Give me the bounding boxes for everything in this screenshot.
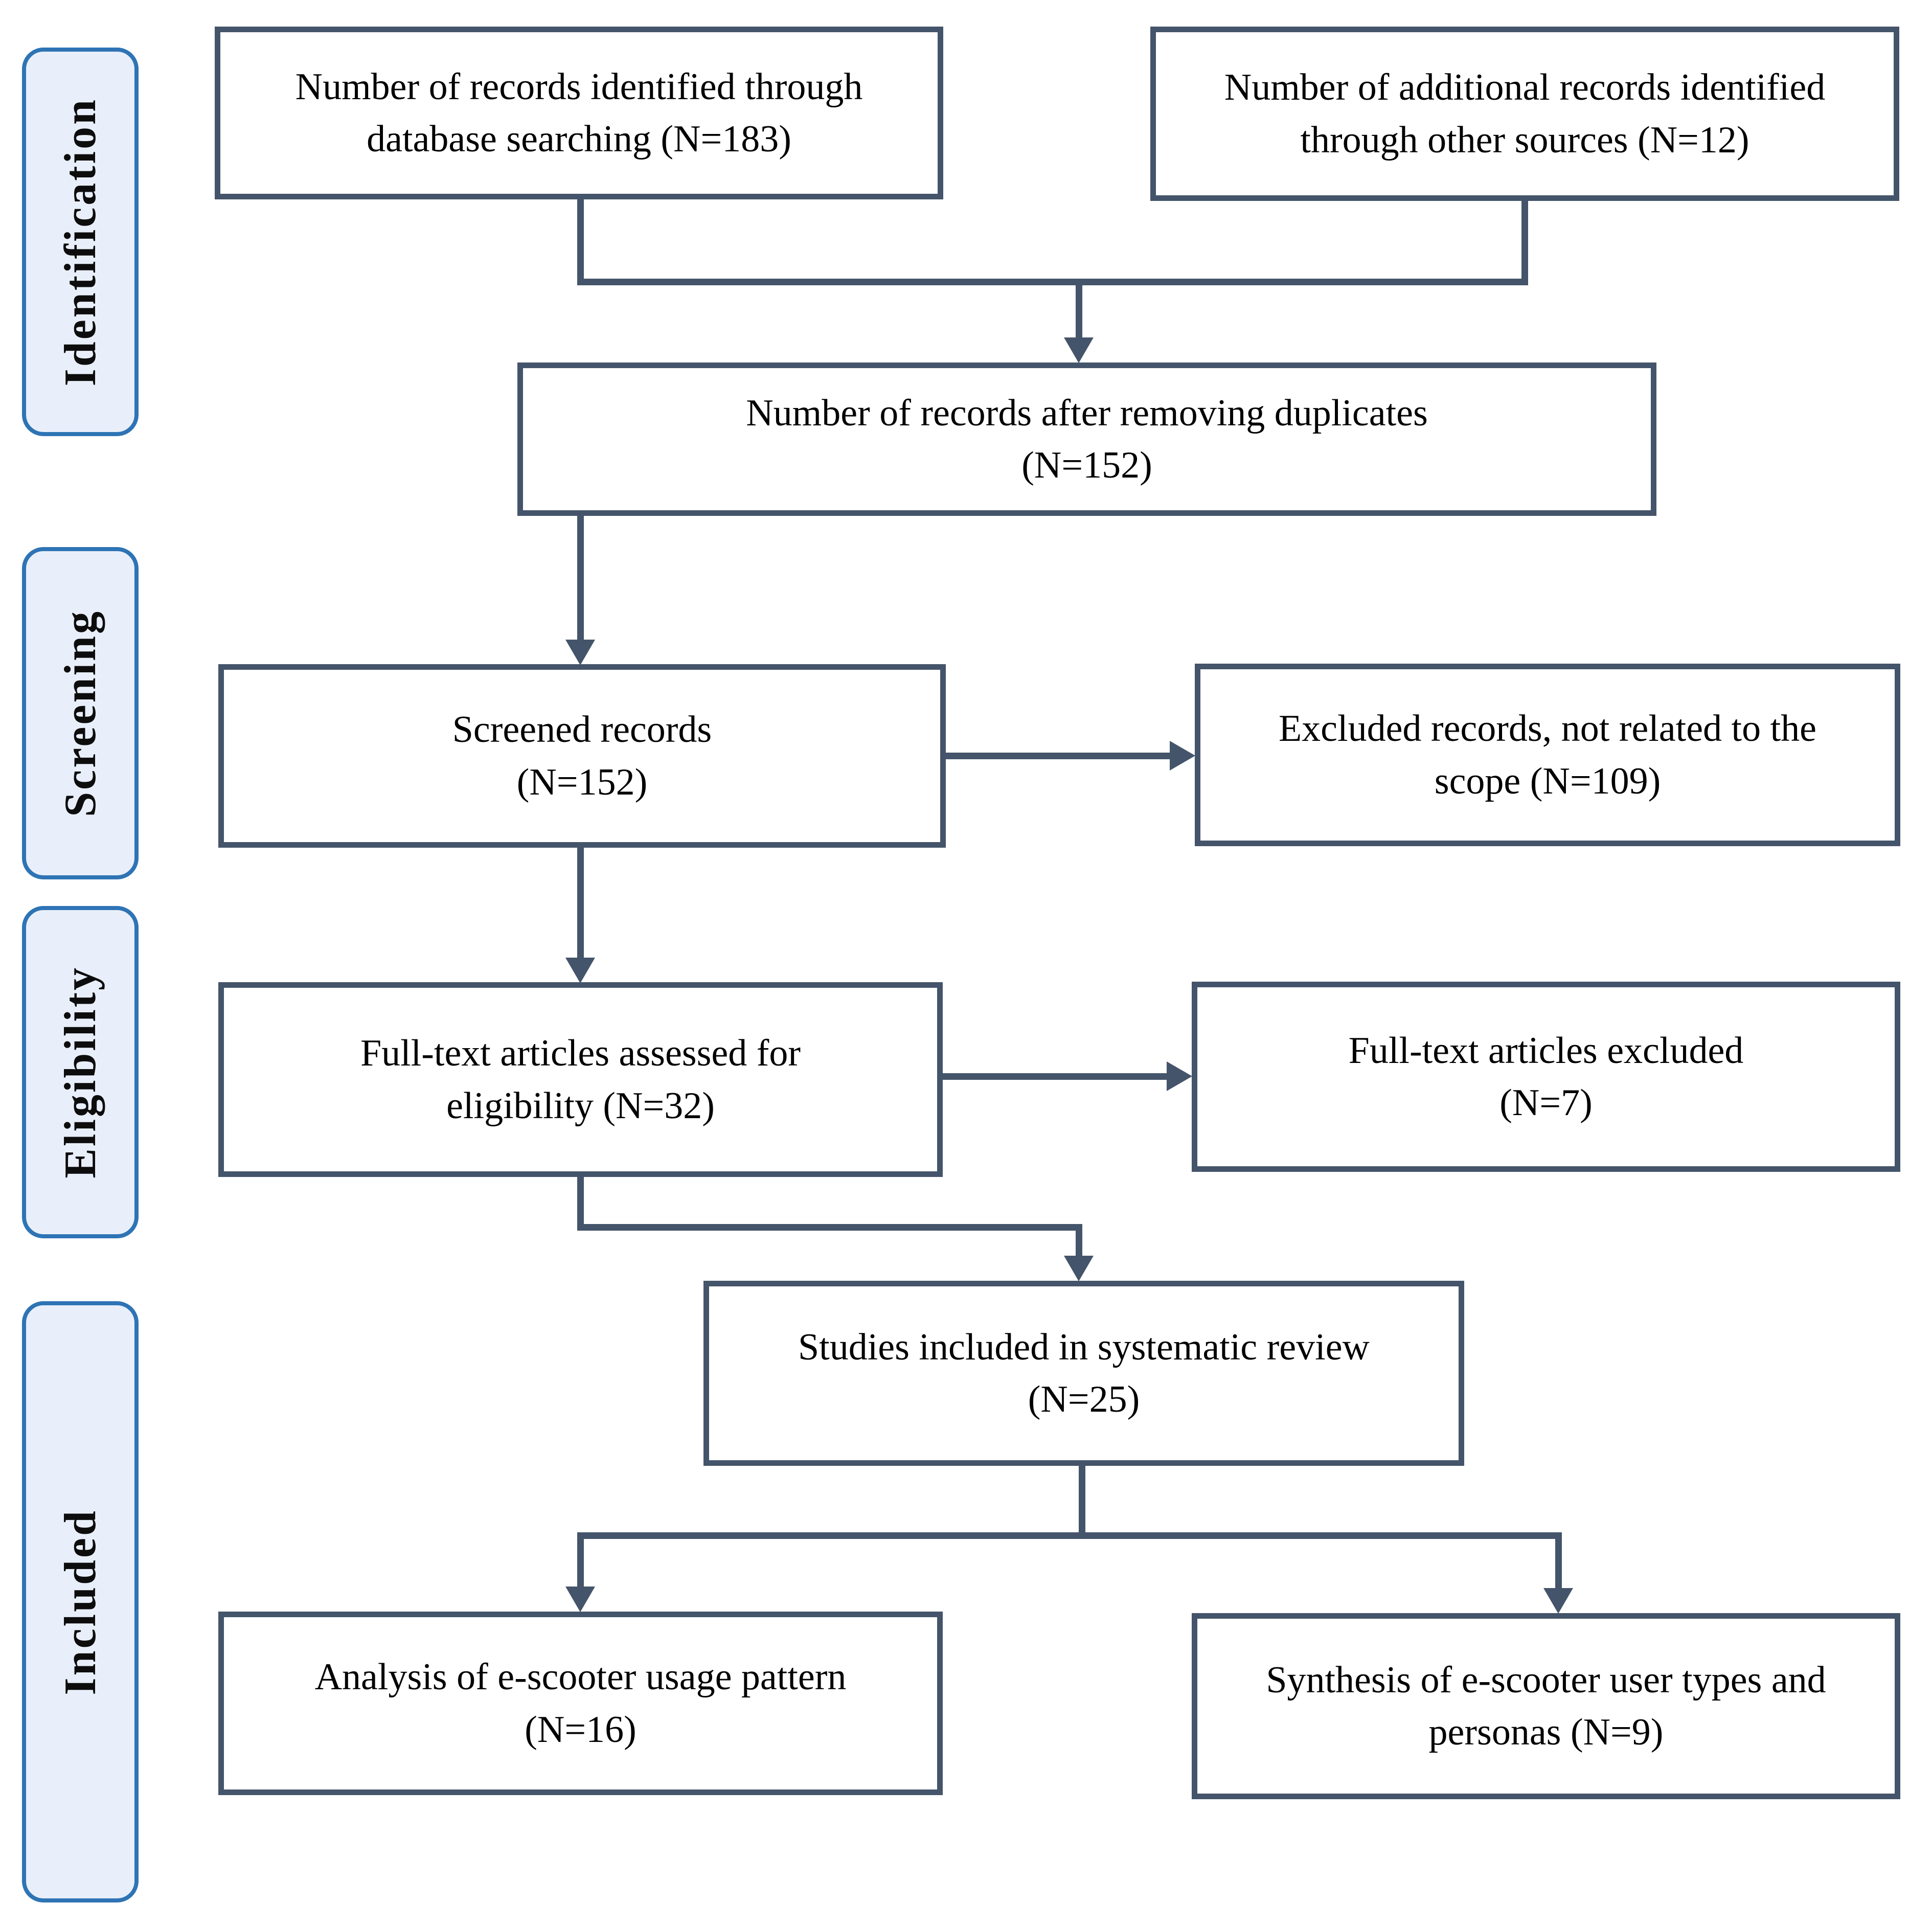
box-screened-records-text: Screened records (N=152)	[452, 709, 712, 803]
connector-screened-to-fulltext	[577, 847, 584, 960]
stage-label-screening: Screening	[55, 609, 105, 817]
connector-branch-right-down	[1555, 1532, 1562, 1590]
box-analysis-usage-text: Analysis of e-scooter usage pattern (N=1…	[314, 1656, 847, 1751]
box-screened-records: Screened records (N=152)	[218, 664, 946, 848]
connector-studies-down	[1079, 1465, 1085, 1539]
box-fulltext-excluded: Full-text articles excluded (N=7)	[1192, 982, 1900, 1172]
connector-branch-left-down	[577, 1532, 584, 1590]
connector-additional-down	[1521, 200, 1528, 285]
connector-branch-bar	[577, 1532, 1562, 1539]
box-additional-records-text: Number of additional records identified …	[1224, 66, 1826, 161]
arrowhead-into-duplicates	[1064, 337, 1094, 363]
arrowhead-into-excluded	[1170, 741, 1195, 771]
stage-pill-screening: Screening	[22, 547, 139, 879]
stage-pill-eligibility: Eligibility	[22, 906, 139, 1238]
box-additional-records: Number of additional records identified …	[1150, 27, 1899, 201]
arrowhead-into-studies	[1064, 1256, 1094, 1281]
box-fulltext-assessed: Full-text articles assessed for eligibil…	[218, 982, 943, 1177]
box-studies-included: Studies included in systematic review (N…	[703, 1281, 1464, 1466]
box-fulltext-excluded-text: Full-text articles excluded (N=7)	[1348, 1029, 1744, 1124]
connector-fulltext-elbow-across	[577, 1224, 1082, 1231]
box-excluded-records-text: Excluded records, not related to the sco…	[1278, 708, 1817, 802]
stage-label-eligibility: Eligibility	[55, 966, 105, 1179]
arrowhead-into-screened	[565, 640, 595, 665]
box-synthesis-personas: Synthesis of e-scooter user types and pe…	[1192, 1613, 1900, 1799]
box-after-duplicates: Number of records after removing duplica…	[517, 362, 1656, 516]
box-synthesis-personas-text: Synthesis of e-scooter user types and pe…	[1266, 1659, 1826, 1753]
connector-screened-to-excluded	[945, 753, 1171, 759]
connector-duplicates-to-screened	[577, 515, 584, 642]
stage-label-identification: Identification	[55, 97, 105, 387]
connector-fulltext-elbow-down	[577, 1176, 584, 1231]
stage-label-included: Included	[55, 1508, 105, 1695]
box-fulltext-assessed-text: Full-text articles assessed for eligibil…	[360, 1032, 801, 1127]
connector-fulltext-elbow-drop	[1076, 1224, 1082, 1258]
connector-identified-down	[577, 198, 584, 285]
arrowhead-into-ftexcluded	[1167, 1061, 1192, 1091]
box-studies-included-text: Studies included in systematic review (N…	[798, 1326, 1370, 1420]
box-records-identified-text: Number of records identified through dat…	[295, 65, 863, 160]
connector-merge-horizontal	[577, 279, 1528, 285]
box-analysis-usage: Analysis of e-scooter usage pattern (N=1…	[218, 1612, 943, 1795]
arrowhead-into-analysis	[565, 1587, 595, 1612]
box-excluded-records: Excluded records, not related to the sco…	[1195, 664, 1900, 846]
arrowhead-into-fulltext	[565, 958, 595, 983]
box-after-duplicates-text: Number of records after removing duplica…	[746, 392, 1428, 486]
stage-pill-included: Included	[22, 1301, 139, 1902]
box-records-identified: Number of records identified through dat…	[215, 27, 943, 199]
connector-fulltext-to-ftexcluded	[942, 1073, 1168, 1080]
arrowhead-into-synthesis	[1543, 1588, 1573, 1614]
connector-merge-down	[1076, 279, 1082, 339]
stage-pill-identification: Identification	[22, 48, 139, 436]
